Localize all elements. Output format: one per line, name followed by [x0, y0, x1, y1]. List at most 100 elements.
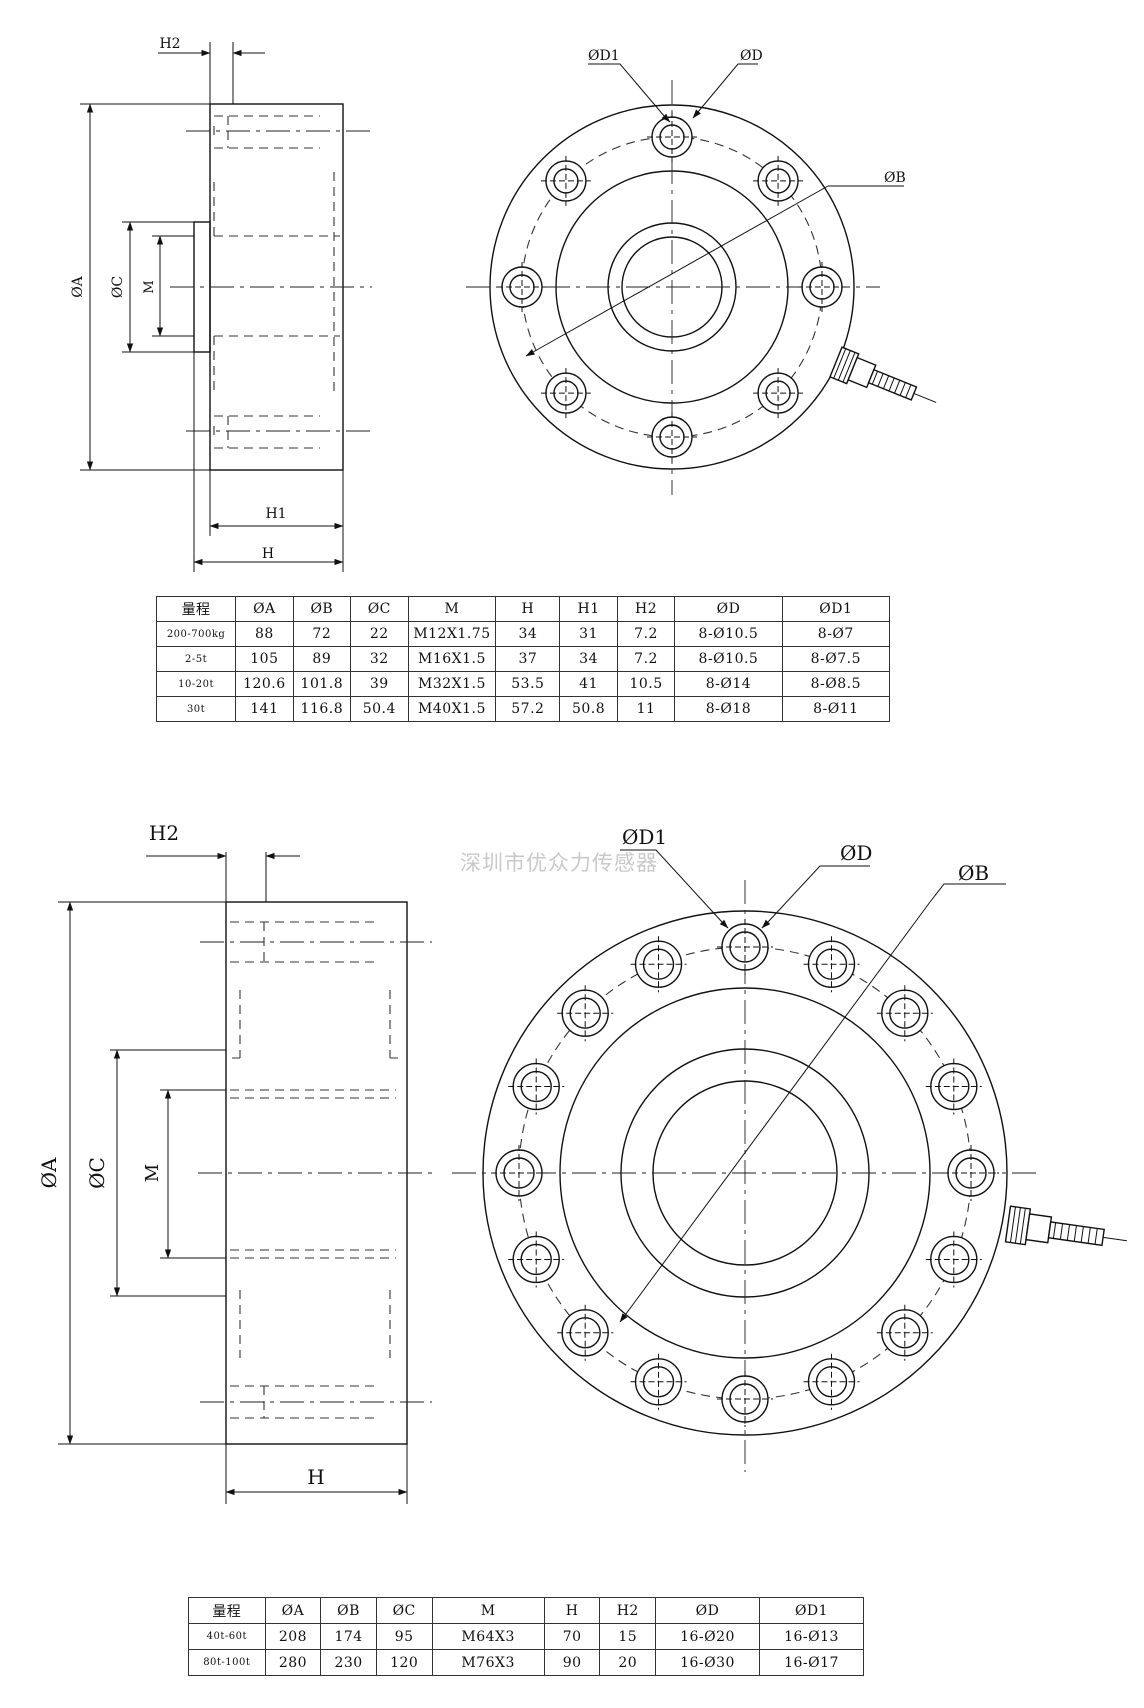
table-cell: 208 — [264, 1623, 322, 1650]
bolt-hole — [876, 985, 933, 1042]
table-header-cell: ØC — [375, 1597, 433, 1624]
label-phi-b: ØB — [884, 170, 906, 186]
table-cell: 116.8 — [292, 696, 352, 722]
table-cell: 141 — [235, 696, 294, 722]
table-cell: 16-Ø20 — [655, 1623, 760, 1650]
table-header-cell: ØA — [264, 1597, 322, 1624]
table-cell: 90 — [543, 1649, 601, 1676]
bolt-hole — [540, 155, 591, 206]
table-header-cell: ØD — [674, 596, 783, 622]
label-phi-a: ØA — [70, 275, 86, 297]
table-cell: 40t-60t — [188, 1623, 266, 1650]
table-header-cell: H — [543, 1597, 601, 1624]
bolt-hole — [557, 985, 614, 1042]
table-header-cell: ØD1 — [758, 1597, 865, 1624]
table-cell: 53.5 — [495, 671, 561, 697]
bolt-hole — [508, 1058, 565, 1115]
table-cell: 22 — [350, 621, 409, 647]
table-cell: 89 — [292, 646, 352, 672]
table-header-cell: H2 — [599, 1597, 657, 1624]
table-cell: 95 — [375, 1623, 433, 1650]
table-cell: 7.2 — [616, 621, 676, 647]
cable-connector — [1004, 1205, 1127, 1247]
table-header-cell: H2 — [616, 596, 676, 622]
label-phi-c: ØC — [110, 276, 126, 298]
bolt-hole — [717, 919, 773, 975]
table-cell: 101.8 — [292, 671, 352, 697]
side-view-large: ØA ØC M H H2 — [37, 821, 432, 1504]
table-cell: 30t — [155, 696, 237, 722]
side-view-small: ØA ØC M H1 H H2 — [70, 36, 372, 572]
table-cell: 70 — [543, 1623, 601, 1650]
label-phi-d1: ØD1 — [622, 825, 667, 849]
table-cell: 32 — [350, 646, 409, 672]
label-m: M — [142, 1164, 163, 1182]
table-cell: 34 — [495, 621, 561, 647]
table-cell: 8-Ø10.5 — [674, 646, 783, 672]
bolt-hole — [647, 112, 697, 162]
bolt-hole — [925, 1231, 982, 1288]
bolt-hole — [717, 1371, 773, 1427]
table-cell: 7.2 — [616, 646, 676, 672]
table-cell: 20 — [599, 1649, 657, 1676]
table-header-cell: ØC — [350, 596, 409, 622]
table-cell: 88 — [235, 621, 294, 647]
label-h: H — [307, 1465, 324, 1489]
table-cell: 11 — [616, 696, 676, 722]
bolt-hole — [925, 1058, 982, 1115]
mounting-holes — [497, 112, 847, 462]
table-cell: 105 — [235, 646, 294, 672]
label-phi-a: ØA — [37, 1157, 61, 1188]
bolt-hole — [753, 155, 804, 206]
table-header-cell: 量程 — [188, 1597, 266, 1624]
table-header-cell: H — [495, 596, 561, 622]
label-phi-b: ØB — [958, 861, 989, 885]
table-cell: 39 — [350, 671, 409, 697]
table-cell: M40X1.5 — [407, 696, 497, 722]
table-cell: 10-20t — [155, 671, 237, 697]
table-header-cell: ØB — [292, 596, 352, 622]
bolt-hole — [753, 368, 804, 419]
cable-connector — [829, 346, 937, 403]
label-phi-d: ØD — [840, 841, 872, 865]
table-cell: 41 — [559, 671, 618, 697]
table-header-cell: ØD1 — [781, 596, 891, 622]
table-cell: 174 — [320, 1623, 377, 1650]
label-h1: H1 — [265, 506, 286, 522]
table-cell: 120 — [375, 1649, 433, 1676]
table-cell: 57.2 — [495, 696, 561, 722]
table-cell: 80t-100t — [188, 1649, 266, 1676]
mounting-holes — [491, 919, 999, 1427]
bolt-hole — [803, 936, 860, 993]
bolt-hole — [508, 1231, 565, 1288]
table-cell: 200-700kg — [155, 621, 237, 647]
bolt-hole — [876, 1304, 933, 1361]
table-cell: 37 — [495, 646, 561, 672]
table-cell: 16-Ø13 — [758, 1623, 865, 1650]
table-cell: 10.5 — [616, 671, 676, 697]
table-cell: 34 — [559, 646, 618, 672]
table-cell: 8-Ø8.5 — [781, 671, 891, 697]
table-cell: 230 — [320, 1649, 377, 1676]
table-cell: 2-5t — [155, 646, 237, 672]
bolt-hole — [647, 412, 697, 462]
table-cell: 16-Ø30 — [655, 1649, 760, 1676]
table-cell: 72 — [292, 621, 352, 647]
table-header-cell: M — [407, 596, 497, 622]
table-cell: M16X1.5 — [407, 646, 497, 672]
label-h2: H2 — [149, 821, 179, 845]
table-cell: 50.8 — [559, 696, 618, 722]
table-cell: 16-Ø17 — [758, 1649, 865, 1676]
table-cell: 8-Ø10.5 — [674, 621, 783, 647]
bolt-hole — [803, 1353, 860, 1410]
table-cell: 8-Ø7 — [781, 621, 891, 647]
bolt-hole — [943, 1145, 999, 1201]
label-m: M — [142, 280, 157, 293]
table-cell: 120.6 — [235, 671, 294, 697]
bolt-hole — [497, 262, 547, 312]
